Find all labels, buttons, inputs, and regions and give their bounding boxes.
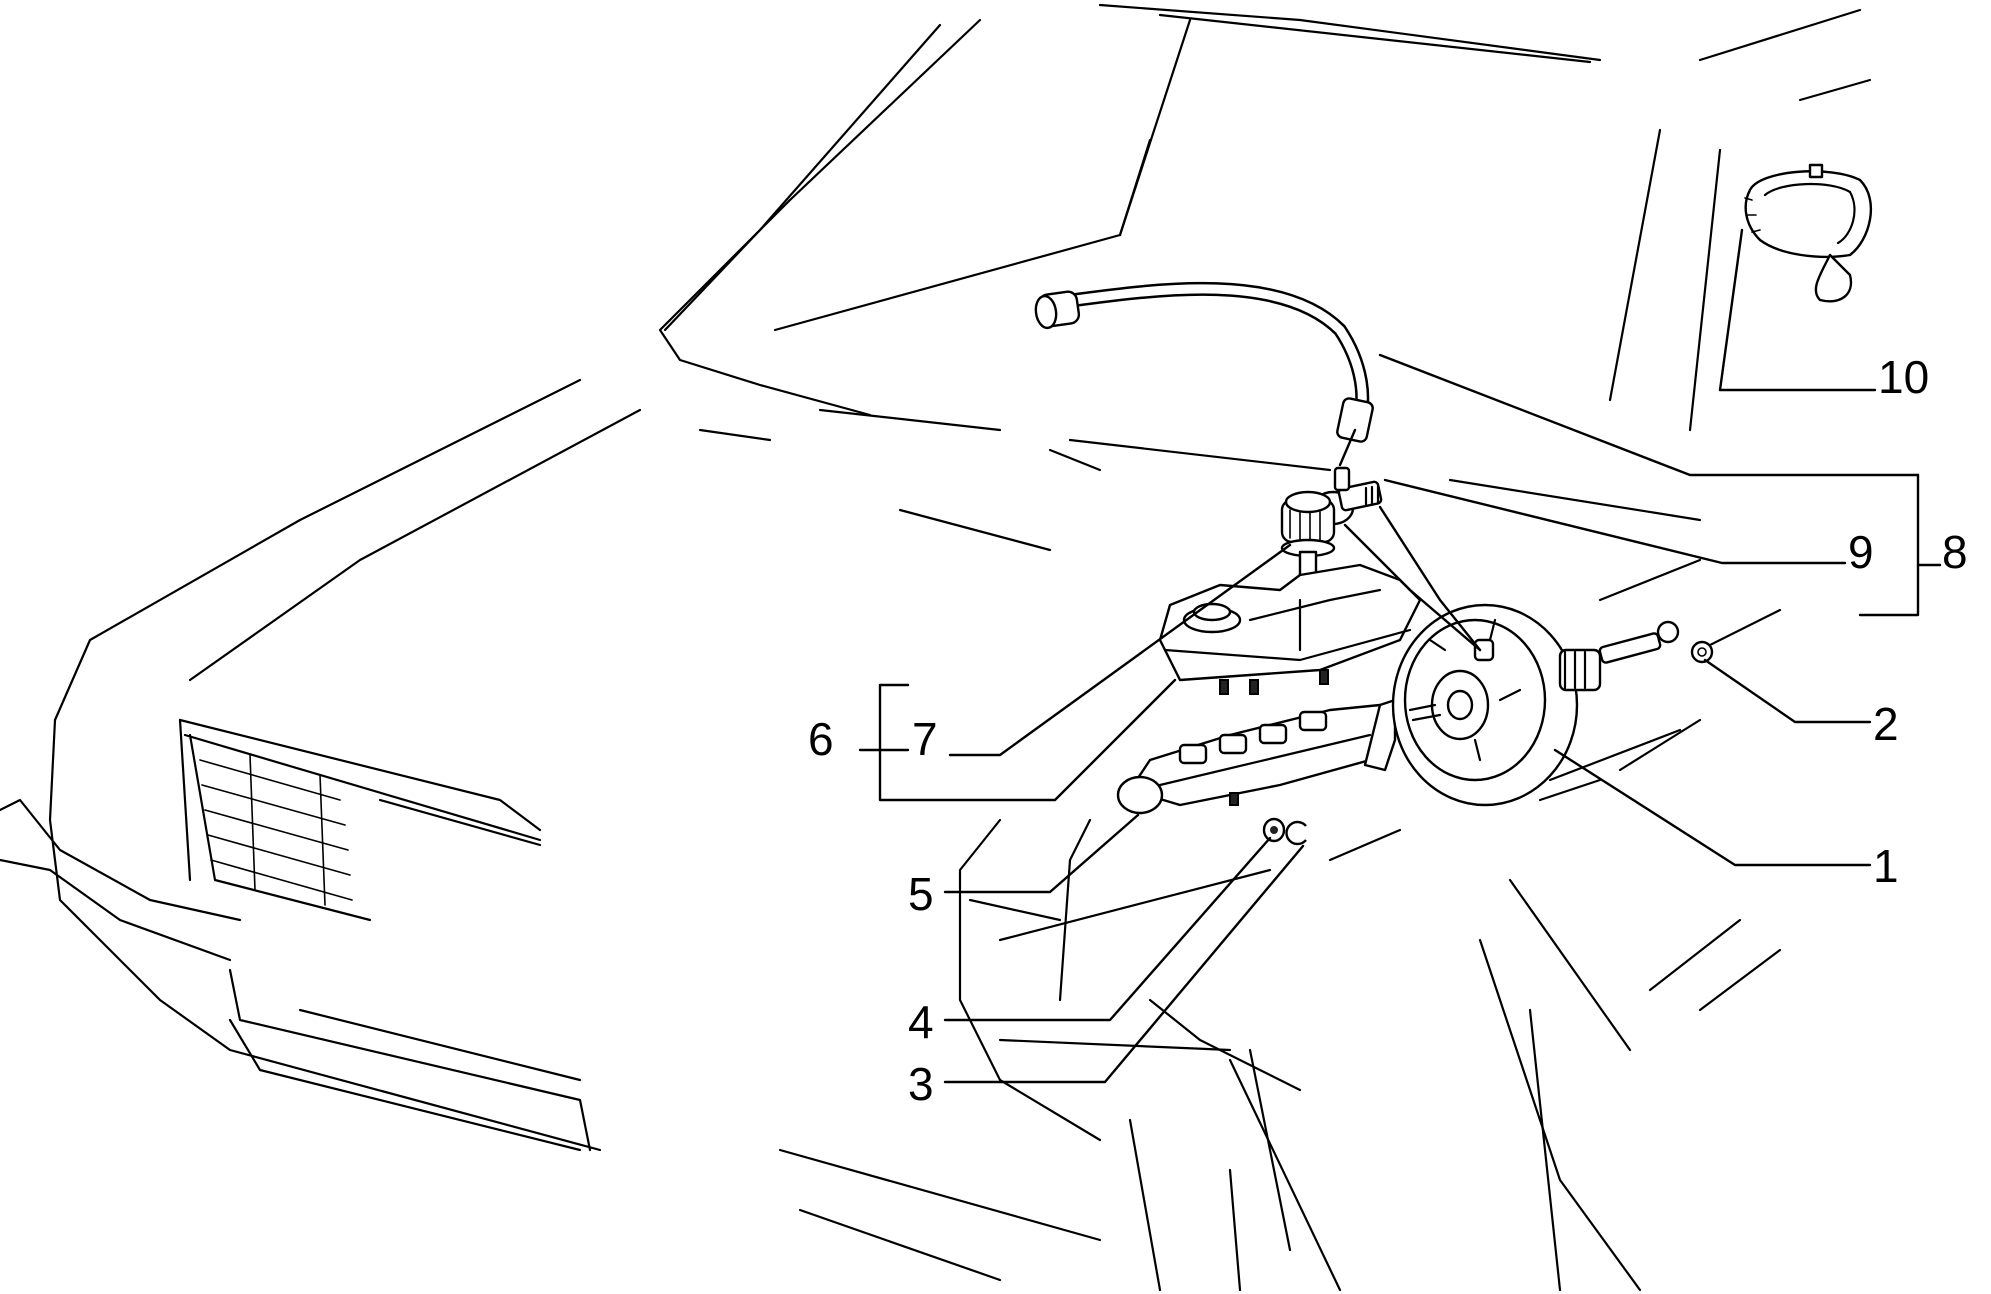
brake-booster bbox=[1391, 603, 1680, 807]
callout-1: 1 bbox=[1873, 840, 1899, 892]
leader-lines bbox=[858, 228, 1942, 1084]
callout-4: 4 bbox=[908, 996, 934, 1048]
car-body-outline bbox=[0, 3, 1872, 1292]
hose-clip bbox=[1744, 163, 1873, 303]
callout-7: 7 bbox=[912, 713, 938, 765]
callout-8: 8 bbox=[1942, 526, 1968, 578]
callout-10: 10 bbox=[1878, 351, 1929, 403]
grille bbox=[188, 733, 542, 922]
callout-2: 2 bbox=[1873, 698, 1899, 750]
pushrod-clip bbox=[1690, 640, 1714, 664]
reservoir-cap bbox=[1280, 490, 1336, 595]
fluid-reservoir bbox=[1158, 563, 1422, 695]
brake-pipe bbox=[1034, 281, 1374, 443]
callout-5: 5 bbox=[908, 868, 934, 920]
master-cylinder bbox=[1116, 698, 1402, 815]
nut bbox=[1262, 817, 1286, 843]
callout-6: 6 bbox=[808, 713, 834, 765]
callout-9: 9 bbox=[1848, 526, 1874, 578]
washer bbox=[1285, 820, 1307, 846]
callout-3: 3 bbox=[908, 1058, 934, 1110]
callout-labels: 1 2 3 4 5 6 7 8 9 10 bbox=[808, 351, 1968, 1110]
